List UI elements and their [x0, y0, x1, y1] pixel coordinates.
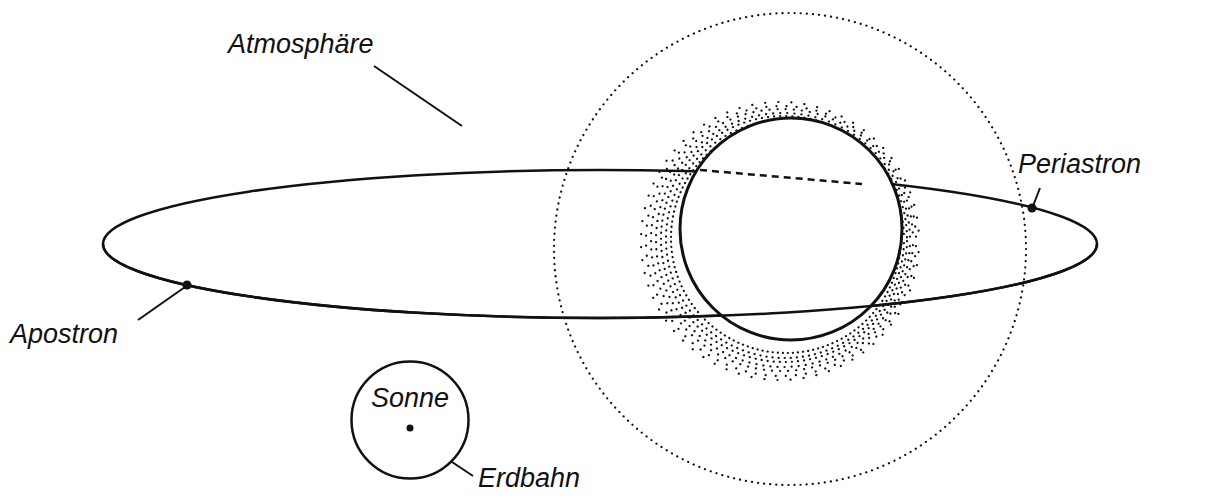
stippled-corona — [641, 102, 919, 380]
sun-dot — [407, 425, 414, 432]
part-label: Apostron — [10, 320, 118, 350]
hidden-orbit — [700, 170, 862, 184]
orbit-front — [103, 244, 1097, 318]
atmosphere-outline — [554, 13, 1026, 485]
circle-outline — [350, 360, 470, 480]
leader-line — [374, 66, 462, 126]
leader-line — [1033, 188, 1040, 206]
orbit-ellipse — [103, 170, 1097, 318]
periastron-point — [1028, 204, 1037, 213]
orbit-circle: SonneErdbahn — [350, 360, 470, 480]
part-label: Periastron — [1018, 150, 1141, 180]
node-text: Sonne — [371, 384, 449, 414]
leader-line — [452, 462, 473, 476]
leader-line — [138, 287, 185, 320]
part-label: Atmosphäre — [228, 30, 374, 60]
node-heading: Erdbahn — [478, 464, 580, 494]
